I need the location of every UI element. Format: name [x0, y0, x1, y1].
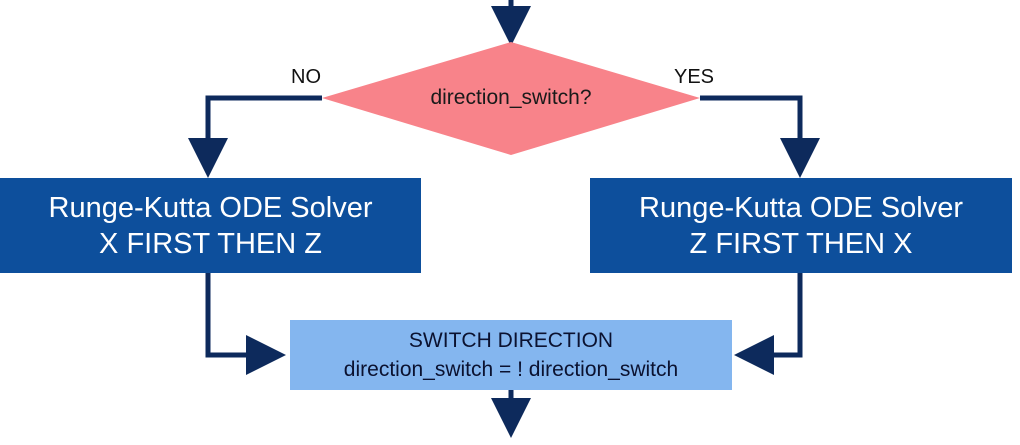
yes-branch-arrow: [700, 95, 820, 178]
decision-text: direction_switch?: [430, 86, 592, 109]
switch-direction-box: [290, 320, 732, 390]
no-branch-arrow: [188, 95, 322, 178]
right-to-switch-arrow: [734, 273, 803, 375]
right-solver-box: [590, 178, 1012, 273]
left-to-switch-arrow: [205, 273, 286, 375]
no-label: NO: [291, 66, 321, 88]
left-solver-box: [0, 178, 421, 273]
yes-label: YES: [674, 66, 715, 88]
decision-diamond: [322, 42, 700, 155]
